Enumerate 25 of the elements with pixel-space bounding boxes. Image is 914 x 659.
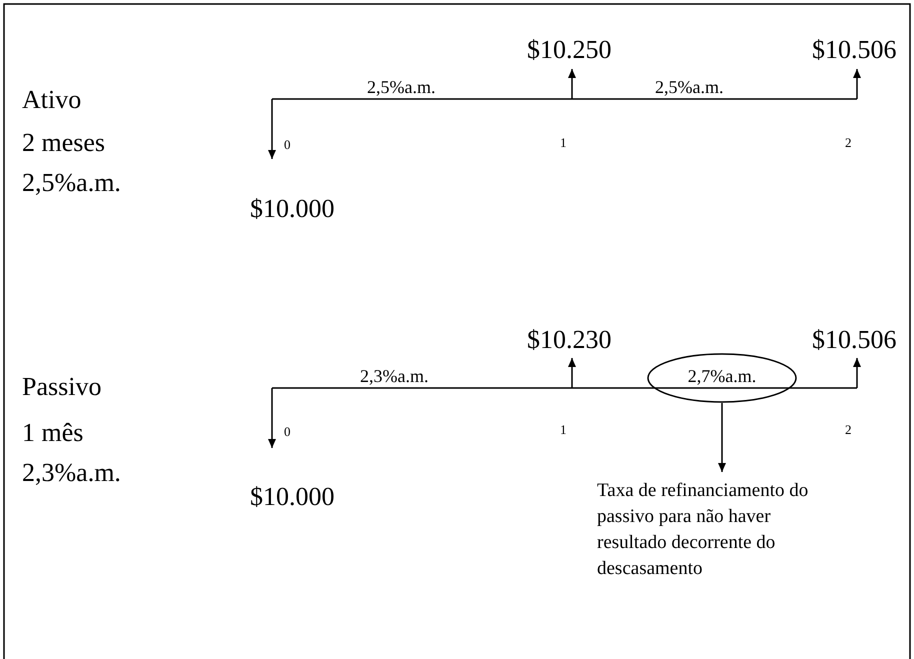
rate-ellipse <box>647 353 797 403</box>
note-text: Taxa de refinanciamento do passivo para não haver resultado decorrente do descasamento <box>597 479 810 581</box>
row-title: 1 mês <box>22 420 84 446</box>
row-title: Ativo <box>22 87 82 113</box>
row-title: 2 meses <box>22 130 106 156</box>
rate-label: 2,5%a.m. <box>367 78 436 96</box>
amount-label: $10.000 <box>250 196 334 222</box>
amount-label: $10.250 <box>527 37 612 63</box>
rate-label: 2,3%a.m. <box>360 367 428 385</box>
row-title: 2,5%a.m. <box>22 170 121 196</box>
row-title: 2,3%a.m. <box>22 460 121 486</box>
period-number: 1 <box>560 423 566 436</box>
period-number: 0 <box>284 425 290 438</box>
rate-label: 2,5%a.m. <box>655 78 724 96</box>
rate-label: 2,7%a.m. <box>686 367 758 385</box>
amount-label: $10.506 <box>812 327 896 353</box>
period-number: 1 <box>560 136 566 149</box>
period-number: 2 <box>845 136 852 149</box>
amount-label: $10.230 <box>527 327 612 353</box>
amount-label: $10.506 <box>812 37 896 63</box>
arrow <box>718 403 726 472</box>
period-number: 2 <box>845 423 852 436</box>
row-title: Passivo <box>22 374 102 400</box>
amount-label: $10.000 <box>250 484 334 510</box>
period-number: 0 <box>284 138 290 151</box>
